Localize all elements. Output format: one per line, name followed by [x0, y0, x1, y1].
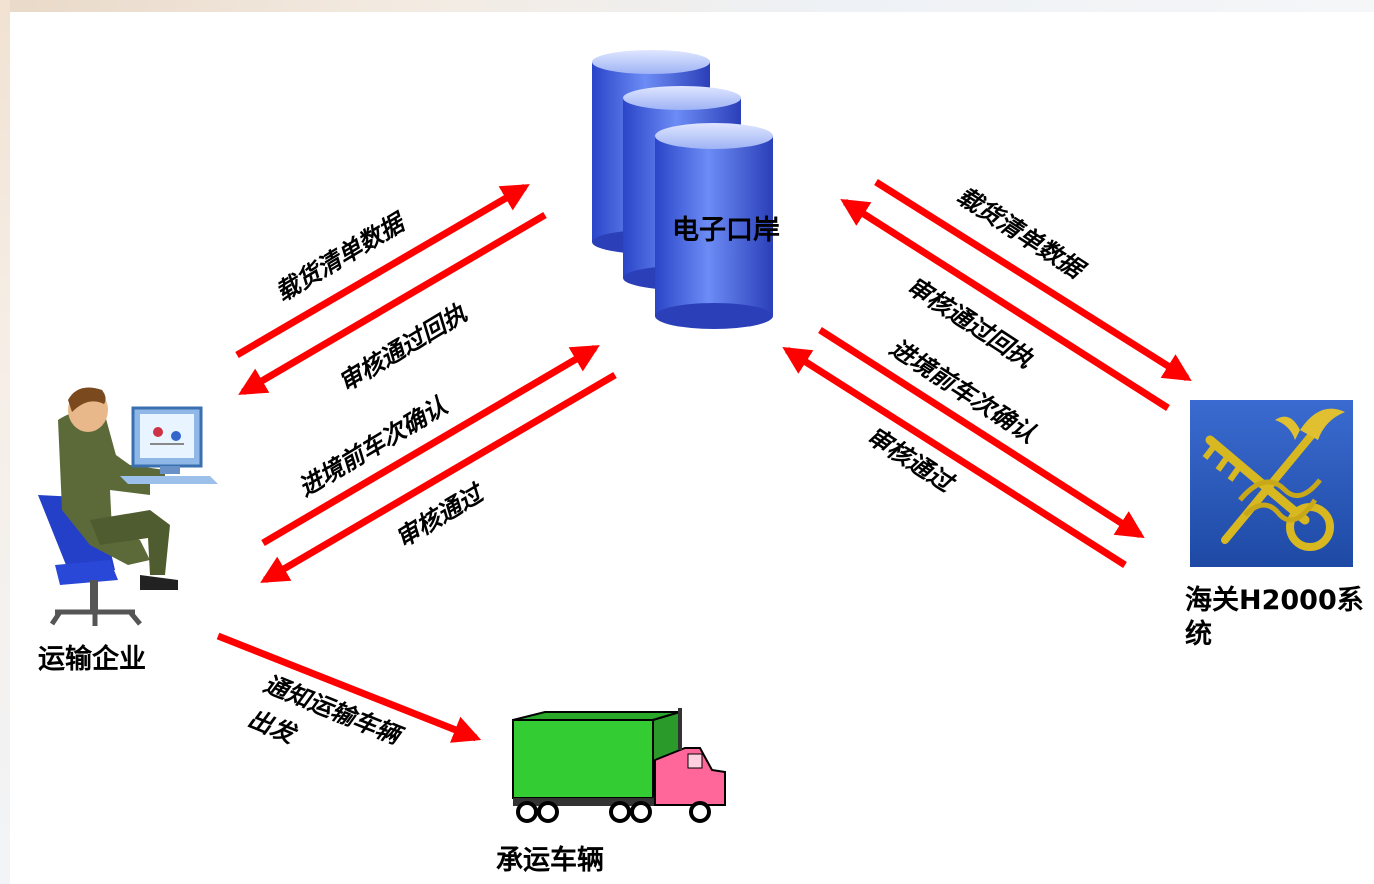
database-icon	[592, 50, 773, 329]
arrows	[216, 179, 1192, 743]
arrow-left-manifest	[235, 183, 530, 359]
truck-wheels	[516, 801, 711, 823]
slide-decoration-top	[0, 0, 1374, 12]
arrow-left-confirm	[261, 344, 600, 547]
arrow-right-approved	[782, 346, 1127, 568]
database-cylinder-front	[655, 123, 773, 329]
port-label: 电子口岸	[672, 215, 780, 246]
arrow-right-receipt	[840, 198, 1170, 411]
arrow-left-receipt	[238, 211, 547, 396]
person-at-computer-icon	[38, 387, 218, 626]
arrow-notify-truck	[216, 632, 482, 743]
customs-label-line2: 统	[1185, 619, 1212, 650]
label-notify-line2: 出发	[244, 704, 302, 750]
company-label: 运输企业	[38, 644, 146, 675]
arrow-left-approved	[260, 371, 617, 584]
arrow-right-confirm	[818, 327, 1145, 539]
truck-icon	[512, 708, 726, 823]
slide-decoration-left	[0, 0, 10, 884]
arrow-right-manifest	[874, 179, 1192, 381]
label-left-receipt: 审核通过回执	[333, 298, 472, 398]
customs-label-line1: 海关H2000系	[1185, 585, 1364, 616]
truck-label: 承运车辆	[496, 845, 604, 876]
label-left-approved: 审核通过	[390, 477, 490, 553]
customs-emblem-icon	[1190, 400, 1353, 567]
